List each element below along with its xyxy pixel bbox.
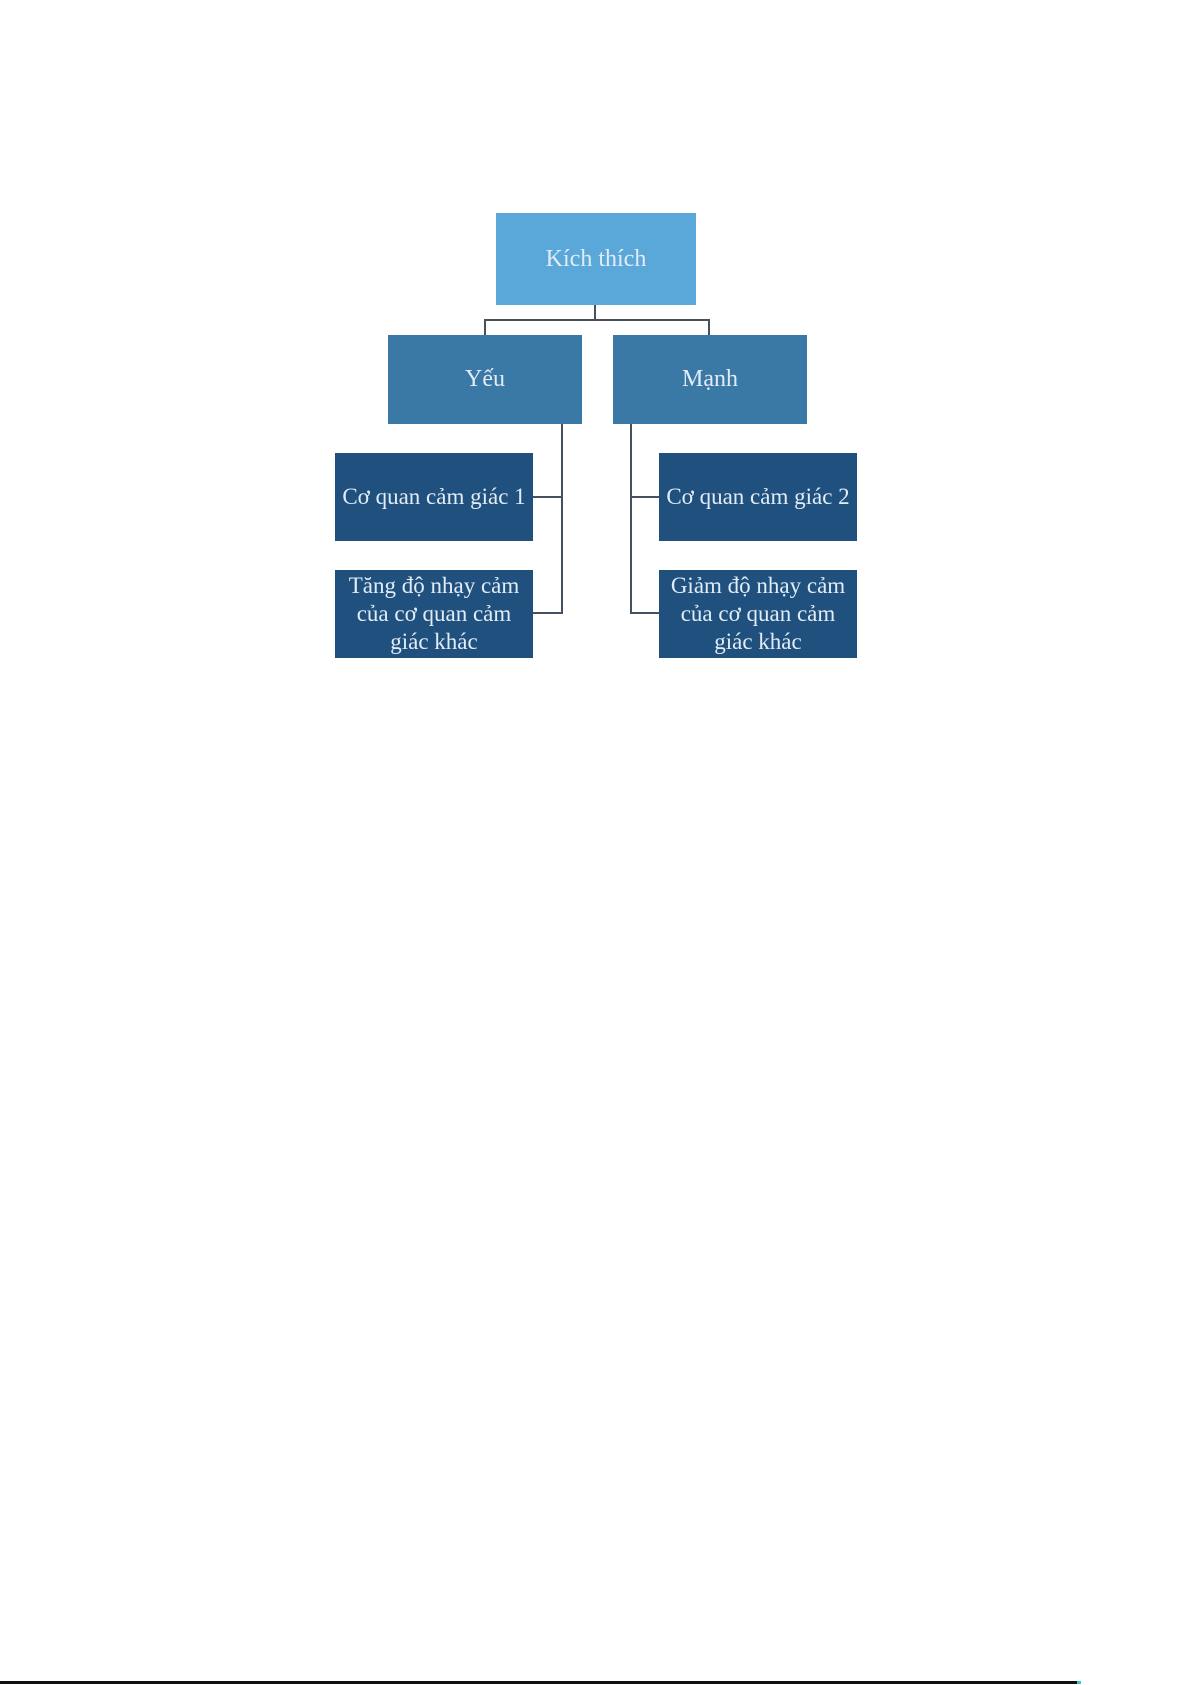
node-weak-leaf-2-label: Tăng độ nhạy cảm của cơ quan cảm giác kh…	[348, 572, 520, 655]
node-weak-label: Yếu	[465, 366, 505, 392]
node-strong-leaf-1-label: Cơ quan cảm giác 2	[666, 483, 850, 509]
connector-tick-strong-leaf-1	[631, 496, 660, 498]
node-root: Kích thích	[496, 213, 696, 305]
connector-hang-weak	[561, 424, 563, 614]
connector-tick-weak-leaf-1	[533, 496, 562, 498]
connector-tick-weak-leaf-2	[533, 612, 562, 614]
node-weak-leaf-1: Cơ quan cảm giác 1	[335, 453, 533, 541]
connector-root-stub	[594, 305, 596, 321]
bottom-rule-accent	[1077, 1681, 1081, 1684]
node-weak-leaf-1-label: Cơ quan cảm giác 1	[342, 483, 526, 509]
connector-drop-strong	[708, 319, 710, 336]
node-strong-label: Mạnh	[682, 366, 738, 392]
node-weak-leaf-2: Tăng độ nhạy cảm của cơ quan cảm giác kh…	[335, 570, 533, 658]
node-strong-leaf-2: Giảm độ nhạy cảm của cơ quan cảm giác kh…	[659, 570, 857, 658]
connector-drop-weak	[484, 319, 486, 336]
node-strong-leaf-1: Cơ quan cảm giác 2	[659, 453, 857, 541]
connector-tick-strong-leaf-2	[631, 612, 660, 614]
bottom-rule	[0, 1681, 1077, 1684]
connector-top-horizontal	[484, 319, 710, 321]
node-strong: Mạnh	[613, 335, 807, 424]
node-weak: Yếu	[388, 335, 582, 424]
node-strong-leaf-2-label: Giảm độ nhạy cảm của cơ quan cảm giác kh…	[670, 572, 846, 655]
connector-hang-strong	[630, 424, 632, 614]
node-root-label: Kích thích	[545, 245, 647, 272]
